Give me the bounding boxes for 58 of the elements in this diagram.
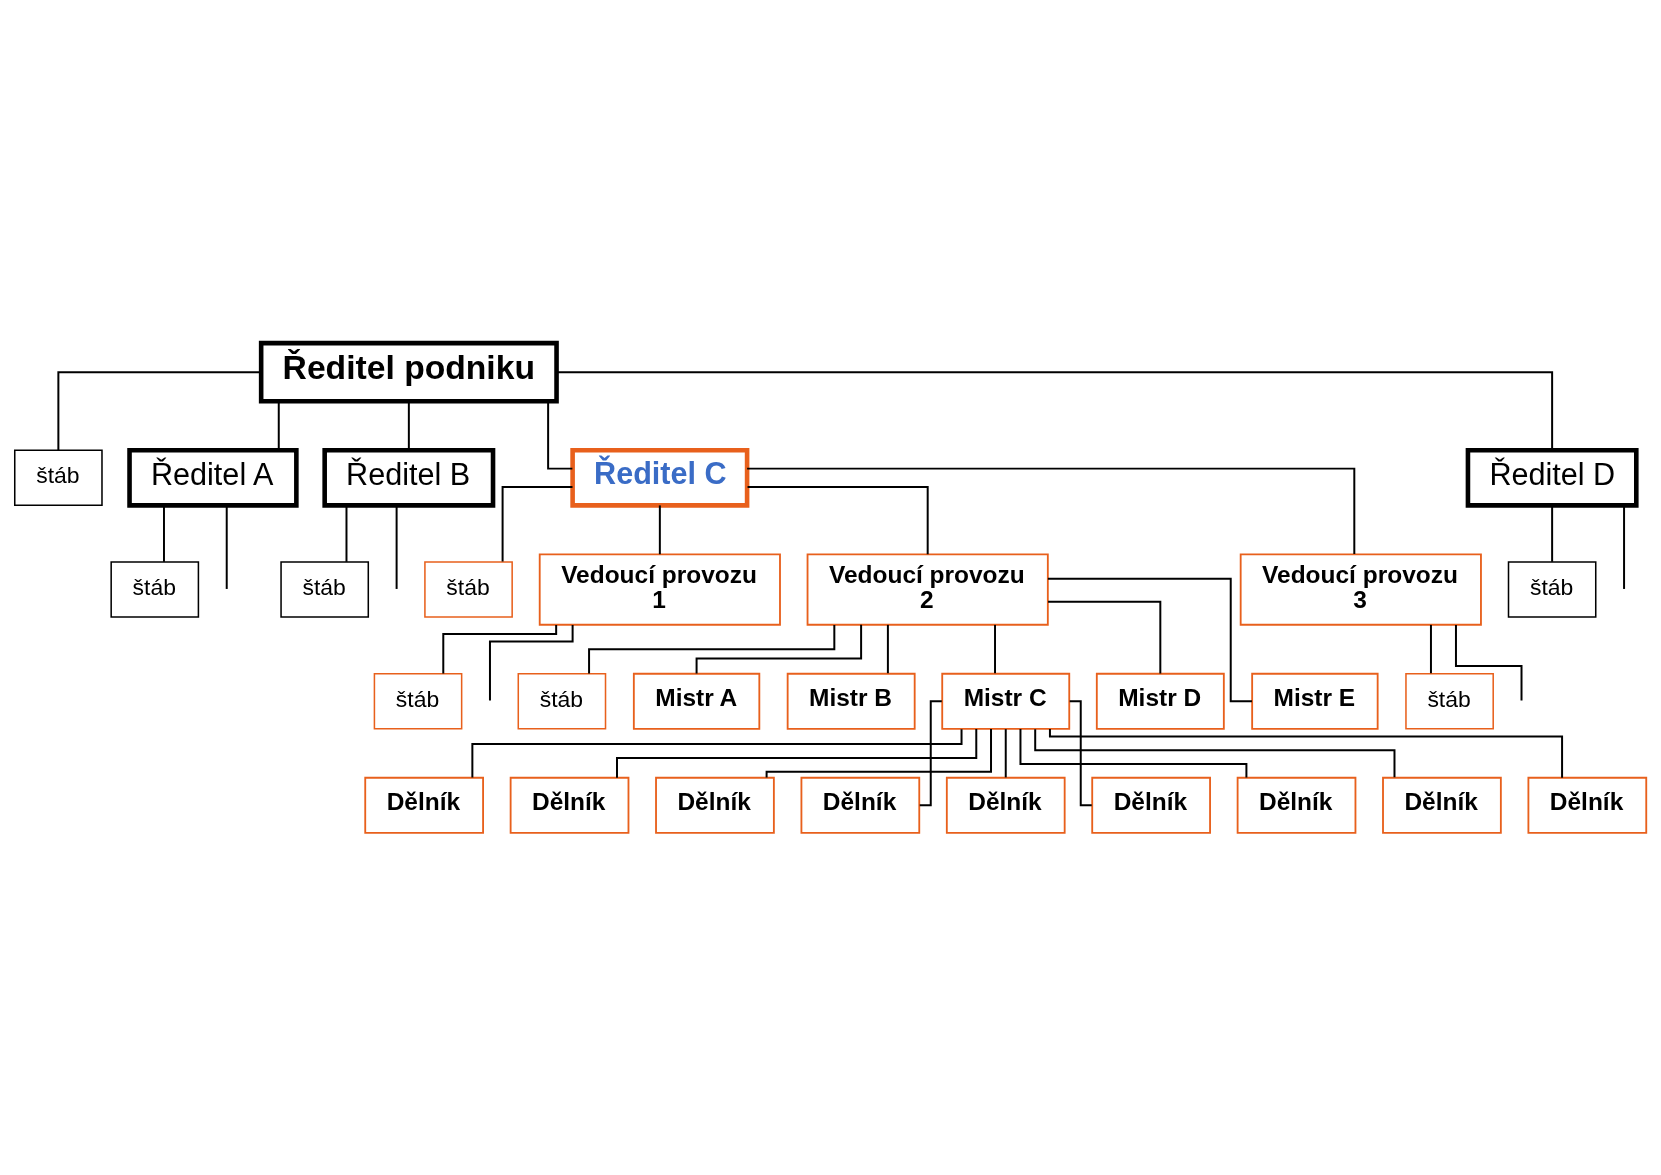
node-box: Mistr A xyxy=(632,672,761,730)
node-box: Dělník xyxy=(364,776,484,834)
node-box: Mistr B xyxy=(786,672,916,730)
connector xyxy=(695,623,863,674)
connector xyxy=(488,623,574,702)
connector xyxy=(442,623,558,674)
node-box: Ředitel A xyxy=(127,447,299,508)
connector xyxy=(1046,577,1253,702)
node-box: štáb xyxy=(14,449,103,506)
connector xyxy=(277,400,280,451)
connector xyxy=(658,503,661,555)
connector xyxy=(1034,727,1396,778)
node-box: Ředitel D xyxy=(1465,447,1639,508)
node-box: Ředitel B xyxy=(322,447,496,508)
connector xyxy=(886,623,889,674)
node-box: štáb xyxy=(424,560,513,618)
connector xyxy=(918,699,943,806)
connector xyxy=(994,623,997,674)
node-box: Vedoucí provozu 2 xyxy=(806,552,1049,626)
node-box: štáb xyxy=(280,560,370,618)
node-box: Ředitel C xyxy=(570,447,750,508)
node-box: Ředitel podniku xyxy=(258,340,559,404)
connector xyxy=(1068,699,1093,806)
connector xyxy=(471,727,963,779)
connector xyxy=(1047,600,1162,675)
connector xyxy=(57,370,262,451)
node-box: Dělník xyxy=(655,776,775,834)
node-box: štáb xyxy=(110,560,200,618)
connector xyxy=(1454,623,1523,701)
connector xyxy=(1004,727,1007,778)
node-box: Dělník xyxy=(1091,776,1211,834)
connector xyxy=(407,400,410,451)
connector xyxy=(746,467,1356,555)
node-box: Mistr D xyxy=(1095,672,1225,730)
connector xyxy=(547,400,574,470)
node-box: Dělník xyxy=(1236,776,1357,834)
connector xyxy=(746,485,929,555)
node-box: štáb xyxy=(373,672,463,730)
node-box: štáb xyxy=(517,672,607,730)
connector xyxy=(555,370,1554,451)
node-box: Dělník xyxy=(509,776,630,834)
node-box: Vedoucí provozu 1 xyxy=(538,552,781,626)
connector xyxy=(1429,623,1432,674)
node-box: Dělník xyxy=(1527,776,1648,834)
connector xyxy=(616,727,978,779)
node-box: Dělník xyxy=(945,776,1066,834)
connector xyxy=(1019,727,1248,779)
node-box: Dělník xyxy=(800,776,921,834)
node-box: Vedoucí provozu 3 xyxy=(1239,552,1482,626)
node-box: Mistr C xyxy=(941,672,1071,730)
connector xyxy=(765,727,992,778)
connector xyxy=(501,485,574,562)
connector xyxy=(588,623,836,674)
connector xyxy=(1048,727,1564,779)
node-box: štáb xyxy=(1507,560,1597,618)
node-box: Mistr E xyxy=(1251,672,1379,730)
node-box: Dělník xyxy=(1382,776,1502,834)
node-box: štáb xyxy=(1405,672,1494,730)
